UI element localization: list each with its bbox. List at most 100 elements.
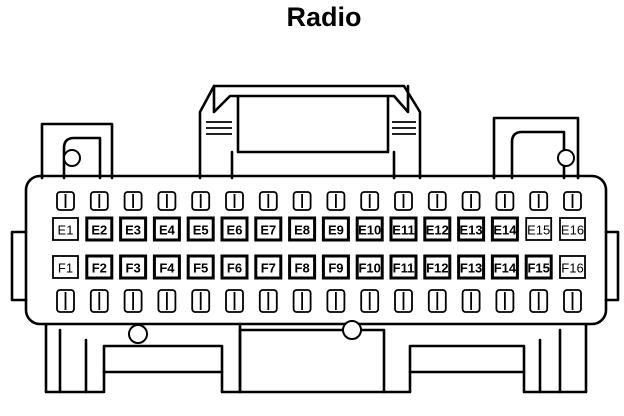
pin-label: F4 (159, 261, 175, 276)
pin-label: F5 (193, 261, 208, 276)
pin-cavity: E10 (355, 216, 384, 242)
pin-label: F1 (58, 261, 73, 276)
bottom-retainer-slot (292, 289, 312, 313)
top-retainer-slot (461, 191, 481, 211)
pin-cavity: E8 (288, 216, 317, 242)
pin-cavity: F10 (355, 254, 384, 280)
pin-box (559, 255, 586, 279)
pin-label: F13 (460, 261, 482, 276)
top-retainer-slot (157, 191, 177, 211)
pin-cavity: F2 (85, 254, 114, 280)
pin-box (321, 216, 350, 242)
pin-cavity: F11 (389, 254, 418, 280)
pin-label: F11 (393, 261, 415, 276)
pin-box (525, 217, 553, 241)
bottom-retainer-slot (56, 289, 75, 313)
pin-label: E13 (460, 223, 483, 238)
top-retainer-slot (360, 191, 380, 211)
pin-cavity: E2 (85, 216, 114, 242)
top-retainer-slot (529, 191, 549, 211)
top-retainer-slot (326, 191, 346, 211)
left-guide-post (40, 122, 114, 180)
pin-box (220, 254, 249, 280)
top-retainer-slot (56, 191, 75, 211)
pin-cavity: F13 (457, 254, 486, 280)
pin-box (288, 216, 317, 242)
bottom-retainer-slot (157, 289, 177, 313)
pin-label: E2 (91, 223, 107, 238)
pin-cavity: F6 (220, 254, 249, 280)
pin-box (254, 216, 283, 242)
pin-label: E5 (193, 223, 209, 238)
pin-cavity: E16 (559, 217, 586, 241)
pin-box (355, 216, 384, 242)
pin-box (490, 216, 519, 242)
pin-cavity: F15 (524, 254, 553, 280)
pin-cavity: F16 (559, 255, 586, 279)
pin-cavity: E3 (119, 216, 148, 242)
pin-cavity: F1 (52, 255, 79, 279)
pin-box (389, 254, 418, 280)
pin-box (524, 254, 553, 280)
pin-box (52, 255, 79, 279)
bottom-retainer-slot (495, 289, 515, 313)
bottom-retainer-slot (461, 289, 481, 313)
bottom-retainer-slot (394, 289, 413, 313)
pin-cavity: E9 (321, 216, 350, 242)
pin-label: F14 (494, 261, 517, 276)
pin-row-f: F1 F2 F3 F4 F5 F6 F7 F8 F9 F10 F11 F12 F13 F14 F15 F16 (52, 254, 586, 280)
pin-label: E8 (294, 223, 310, 238)
pin-cavity: E1 (52, 217, 79, 241)
pin-label: F2 (92, 261, 107, 276)
pin-label: F9 (328, 261, 343, 276)
bottom-retainer-slot (427, 289, 447, 313)
top-retainer-slot (258, 191, 278, 211)
pin-cavity: F3 (119, 254, 148, 280)
pin-cavity: F8 (288, 254, 317, 280)
bottom-retainer-slot (258, 289, 278, 313)
right-guide-post (492, 116, 580, 180)
pin-label: F16 (561, 261, 583, 276)
pin-label: F8 (295, 261, 310, 276)
top-retainer-slot (123, 191, 143, 211)
pin-cavity: E6 (220, 216, 249, 242)
pin-box (85, 254, 114, 280)
pin-label: E1 (58, 223, 74, 238)
connector-housing (24, 174, 608, 326)
pin-box (457, 216, 486, 242)
diagram-title: Radio (286, 2, 362, 32)
pin-cavity: E7 (254, 216, 283, 242)
pin-label: E14 (493, 223, 517, 238)
bottom-retainer-slot (191, 289, 211, 313)
pin-label: E16 (561, 223, 584, 238)
pin-cavity: E15 (525, 217, 553, 241)
pin-box (288, 254, 317, 280)
pin-box (85, 216, 114, 242)
pin-box (423, 216, 452, 242)
pin-cavity: F7 (254, 254, 283, 280)
pin-cavity: F12 (423, 254, 452, 280)
pin-label: E3 (125, 223, 141, 238)
pin-box (254, 254, 283, 280)
pin-label: E15 (527, 223, 550, 238)
pin-label: F7 (261, 261, 276, 276)
bottom-retainer-slot (529, 289, 549, 313)
pin-cavity: E14 (490, 216, 519, 242)
bottom-retainer-slot (123, 289, 143, 313)
pin-box (559, 217, 586, 241)
top-retainer-slot (427, 191, 447, 211)
top-retainer-slot (89, 191, 109, 211)
pin-label: F12 (426, 261, 448, 276)
pin-cavity: F4 (152, 254, 181, 280)
pin-cavity: E5 (186, 216, 215, 242)
pin-label: E11 (392, 223, 414, 238)
pin-box (119, 254, 148, 280)
bottom-retainer-slot (326, 289, 346, 313)
pin-box (321, 254, 350, 280)
lower-body (44, 320, 588, 394)
pin-box (52, 217, 79, 241)
pin-cavity: E13 (457, 216, 486, 242)
pin-cavity: E4 (152, 216, 181, 242)
